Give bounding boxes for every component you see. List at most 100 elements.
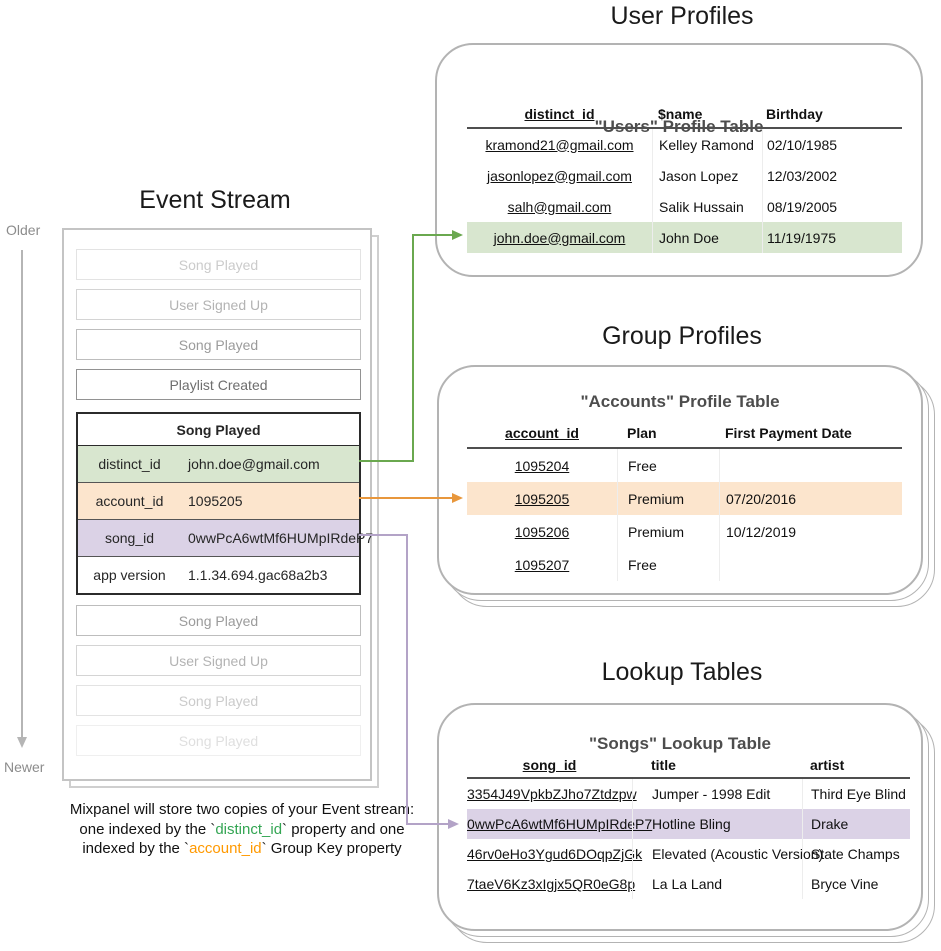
cell-distinct-id: jasonlopez@gmail.com — [487, 167, 632, 184]
cell-birthday: 08/19/2005 — [762, 191, 902, 222]
cell-account-id: 1095204 — [514, 457, 570, 474]
table-row-highlighted: john.doe@gmail.com John Doe 11/19/1975 — [467, 222, 902, 253]
caption-text: ` property and one — [282, 820, 405, 838]
cell-song-id: 7taeV6Kz3xIgjx5QR0eG8p — [467, 876, 636, 892]
table-row: 1095204 Free — [467, 449, 902, 482]
cell-distinct-id: john.doe@gmail.com — [493, 229, 626, 246]
event-label: Song Played — [178, 692, 259, 709]
event-property-row: song_id 0wwPcA6wtMf6HUMpIRdeP7 — [78, 520, 373, 557]
songs-card-title: "Songs" Lookup Table — [588, 734, 772, 753]
cell-plan: Free — [617, 548, 719, 581]
event-label: Song Played — [178, 336, 259, 353]
newer-label: Newer — [4, 759, 45, 775]
cell-payment-date — [719, 449, 902, 482]
songs-table: song_id title artist 3354J49VpkbZJho7Ztd… — [467, 753, 910, 899]
column-header-birthday: Birthday — [766, 106, 823, 122]
event-box: Playlist Created — [76, 369, 361, 400]
expanded-event-title: Song Played — [78, 414, 359, 446]
event-property-row: app version 1.1.34.694.gac68a2b3 — [78, 557, 359, 593]
event-box: User Signed Up — [76, 289, 361, 320]
caption-text: ` Group Key property — [261, 840, 402, 857]
property-key: distinct_id — [98, 456, 161, 472]
cell-payment-date: 10/12/2019 — [719, 515, 902, 548]
event-stream-title: Event Stream — [139, 186, 291, 214]
event-stream-caption: Mixpanel will store two copies of your E… — [52, 800, 432, 859]
cell-title: Elevated (Acoustic Version) — [632, 839, 823, 869]
column-header-first-payment-date: First Payment Date — [725, 424, 852, 441]
cell-artist: Drake — [802, 809, 910, 839]
table-row-highlighted: 0wwPcA6wtMf6HUMpIRdeP7 Hotline Bling Dra… — [467, 809, 910, 839]
accounts-card-title: "Accounts" Profile Table — [580, 392, 780, 411]
caption-line-2: one indexed by the `distinct_id` propert… — [52, 820, 432, 840]
event-box: Song Played — [76, 329, 361, 360]
property-value: 1095205 — [188, 493, 243, 509]
cell-plan: Free — [617, 449, 719, 482]
timeline-arrowhead-icon — [17, 737, 27, 748]
cell-name: Jason Lopez — [652, 160, 762, 191]
table-row: 1095207 Free — [467, 548, 902, 581]
cell-song-id: 0wwPcA6wtMf6HUMpIRdeP7 — [467, 816, 653, 832]
cell-birthday: 12/03/2002 — [762, 160, 902, 191]
cell-artist: State Champs — [802, 839, 910, 869]
table-row-highlighted: 1095205 Premium 07/20/2016 — [467, 482, 902, 515]
users-card-title: "Users" Profile Table — [594, 117, 764, 136]
property-key: account_id — [95, 493, 164, 509]
cell-song-id: 46rv0eHo3Ygud6DOqpZjGk — [467, 846, 643, 862]
caption-line-3: indexed by the `account_id` Group Key pr… — [52, 839, 432, 859]
table-row: 7taeV6Kz3xIgjx5QR0eG8p La La Land Bryce … — [467, 869, 910, 899]
event-box: Song Played — [76, 725, 361, 756]
users-table: distinct_id $name Birthday kramond21@gma… — [467, 101, 902, 253]
cell-name: Kelley Ramond — [652, 129, 762, 160]
caption-text: one indexed by the ` — [79, 820, 216, 838]
column-header-song-id: song_id — [522, 757, 577, 773]
cell-artist: Third Eye Blind — [802, 779, 910, 809]
cell-song-id: 3354J49VpkbZJho7Ztdzpw — [467, 786, 637, 802]
cell-payment-date: 07/20/2016 — [719, 482, 902, 515]
table-row: 46rv0eHo3Ygud6DOqpZjGk Elevated (Acousti… — [467, 839, 910, 869]
cell-title: Jumper - 1998 Edit — [632, 779, 802, 809]
cell-account-id: 1095206 — [514, 523, 570, 540]
table-row: 3354J49VpkbZJho7Ztdzpw Jumper - 1998 Edi… — [467, 779, 910, 809]
accounts-table: account_id Plan First Payment Date 10952… — [467, 418, 902, 581]
column-header-name: $name — [658, 106, 703, 122]
cell-name: Salik Hussain — [652, 191, 762, 222]
accounts-profile-card: "Accounts" Profile Table account_id Plan… — [437, 365, 923, 595]
event-stream-container: Song Played User Signed Up Song Played P… — [62, 228, 373, 781]
event-property-row: account_id 1095205 — [78, 483, 359, 520]
account-id-keyword: account_id — [189, 840, 262, 857]
property-key: song_id — [104, 530, 155, 546]
user-profiles-title: User Profiles — [610, 2, 754, 30]
property-value: 0wwPcA6wtMf6HUMpIRdeP7 — [188, 530, 374, 546]
event-label: User Signed Up — [169, 296, 268, 313]
distinct-id-keyword: distinct_id — [215, 820, 283, 838]
lookup-tables-title: Lookup Tables — [601, 658, 763, 686]
songs-lookup-card: "Songs" Lookup Table song_id title artis… — [437, 703, 923, 931]
cell-birthday: 02/10/1985 — [762, 129, 902, 160]
caption-text: Mixpanel will store two copies of your E… — [69, 801, 415, 818]
cell-distinct-id: kramond21@gmail.com — [485, 136, 634, 153]
users-profile-card: "Users" Profile Table distinct_id $name … — [435, 43, 923, 277]
cell-payment-date — [719, 548, 902, 581]
column-header-plan: Plan — [627, 424, 657, 441]
property-key: app version — [93, 567, 166, 583]
table-row: 1095206 Premium 10/12/2019 — [467, 515, 902, 548]
event-box: Song Played — [76, 605, 361, 636]
cell-plan: Premium — [617, 515, 719, 548]
event-box: Song Played — [76, 685, 361, 716]
event-label: Playlist Created — [169, 376, 268, 393]
cell-account-id: 1095207 — [514, 556, 570, 573]
property-value: john.doe@gmail.com — [188, 456, 320, 472]
older-label: Older — [6, 222, 41, 238]
event-box: Song Played — [76, 249, 361, 280]
event-label: User Signed Up — [169, 652, 268, 669]
event-label: Song Played — [178, 612, 259, 629]
event-label: Song Played — [178, 256, 259, 273]
cell-distinct-id: salh@gmail.com — [507, 198, 612, 215]
expanded-event-card: Song Played distinct_id john.doe@gmail.c… — [76, 412, 373, 595]
cell-title: La La Land — [632, 869, 802, 899]
group-profiles-title: Group Profiles — [602, 322, 762, 350]
table-header-row: account_id Plan First Payment Date — [467, 418, 902, 449]
event-property-row: distinct_id john.doe@gmail.com — [78, 446, 359, 483]
event-box: User Signed Up — [76, 645, 361, 676]
